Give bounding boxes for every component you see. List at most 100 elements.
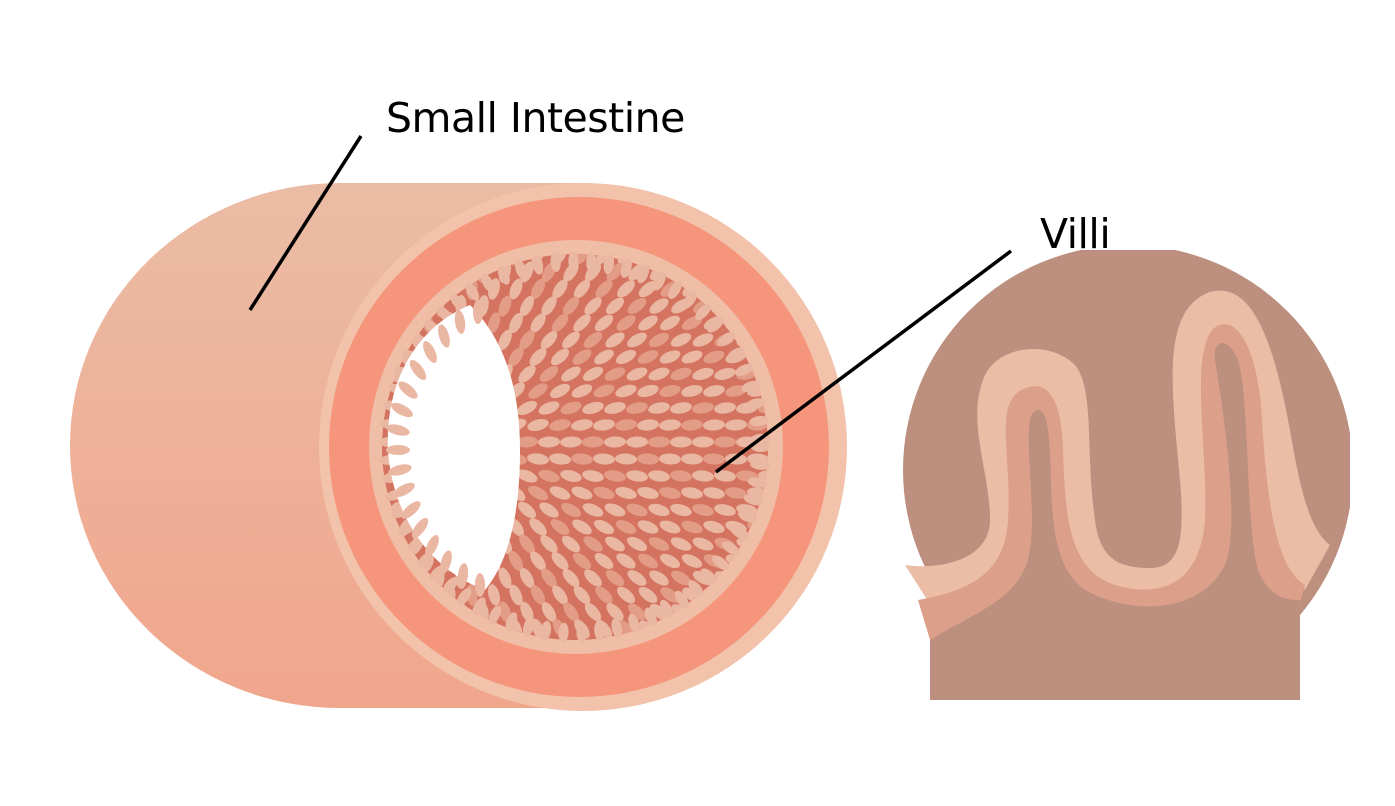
villus [627, 297, 647, 315]
lumen-villus [409, 359, 427, 381]
villus [703, 385, 725, 397]
villus [681, 453, 703, 465]
rim-villus [747, 477, 768, 488]
villus [573, 279, 591, 299]
villus [604, 402, 626, 414]
lumen-villus [440, 550, 452, 574]
villus [626, 402, 648, 414]
villus [571, 486, 593, 500]
villus [582, 366, 604, 382]
villus [498, 329, 512, 351]
villus [615, 486, 637, 500]
villus [562, 331, 580, 349]
villus [638, 553, 658, 569]
villus [606, 263, 624, 281]
rim-villus [688, 580, 704, 597]
villus [582, 401, 604, 415]
villus [604, 436, 626, 448]
villus [572, 349, 592, 365]
villus [648, 537, 670, 551]
lumen-villus [391, 402, 413, 418]
rim-villus [730, 526, 750, 540]
villus [615, 384, 637, 398]
villus [703, 419, 725, 431]
villus [606, 603, 624, 621]
villus [551, 552, 569, 570]
villus [671, 570, 691, 586]
villus [571, 453, 593, 465]
villus [573, 585, 591, 605]
rim-villus [594, 621, 605, 642]
villus [681, 487, 703, 499]
villus [539, 502, 559, 518]
villus [529, 518, 547, 536]
villus [549, 383, 571, 399]
villus [616, 553, 636, 569]
villus [584, 602, 602, 622]
villus [508, 550, 524, 572]
villus [594, 314, 614, 332]
villus [703, 487, 725, 499]
rim-villus [727, 347, 746, 361]
villus [540, 535, 558, 553]
rim-villus [442, 577, 459, 594]
lumen-villus [393, 482, 415, 498]
villus [681, 385, 703, 397]
villus [714, 367, 736, 381]
rim-villus [540, 620, 552, 641]
rim-villus [514, 259, 527, 279]
villus [487, 584, 501, 606]
villus [594, 553, 614, 569]
villus [584, 569, 602, 587]
lumen-villus [438, 324, 450, 348]
villus [509, 312, 523, 334]
lumen-edge-villi [386, 300, 486, 597]
villus [561, 366, 581, 382]
lumen-villus [454, 310, 466, 334]
villus [681, 554, 703, 568]
lumen-villus [423, 341, 437, 363]
rim-villus [637, 264, 650, 284]
villus [552, 279, 568, 299]
villus [595, 586, 613, 604]
villus [593, 384, 615, 398]
rim-villus [722, 541, 740, 556]
villus [549, 486, 571, 500]
villus [605, 569, 625, 587]
villus [550, 348, 570, 366]
villus [626, 536, 648, 552]
rim-villus [707, 317, 724, 333]
villus [538, 469, 560, 483]
villus [681, 520, 703, 534]
villus [616, 315, 636, 331]
villus [626, 436, 648, 448]
villus [648, 367, 670, 381]
small-intestine-leader-line [248, 135, 363, 311]
rim-villus [717, 331, 736, 347]
villus [530, 278, 546, 300]
villus [660, 587, 680, 603]
villus [605, 536, 625, 552]
villus [595, 280, 613, 298]
villus [550, 519, 570, 535]
villus [538, 401, 560, 415]
rim-villus [568, 251, 579, 271]
villus [692, 537, 714, 551]
villus [583, 536, 603, 552]
villus [648, 503, 670, 517]
villus [692, 333, 714, 347]
villus [551, 313, 569, 333]
rim-villus [450, 294, 466, 311]
villus [692, 436, 714, 448]
villus [648, 436, 670, 448]
villus [637, 453, 659, 465]
villus [498, 295, 512, 317]
villus [593, 519, 615, 535]
lumen-villus [411, 517, 429, 539]
villus [605, 297, 625, 315]
rim-villus [700, 568, 717, 585]
villus [659, 350, 681, 364]
villus [571, 384, 593, 398]
rim-villus [750, 459, 771, 470]
